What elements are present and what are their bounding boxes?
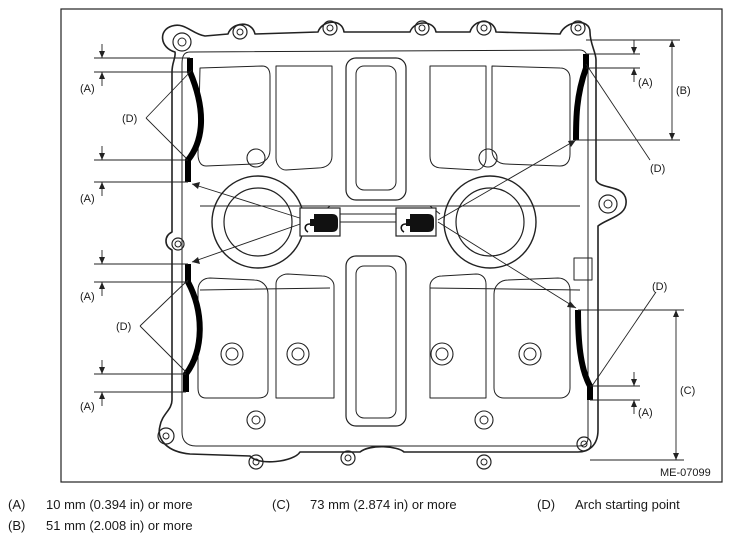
legend-key: (B) xyxy=(8,518,26,533)
figure-code: ME-07099 xyxy=(660,467,711,479)
sealant-beads xyxy=(183,54,593,400)
legend-text: Arch starting point xyxy=(575,497,680,512)
legend-key: (D) xyxy=(537,497,556,512)
callout-a: (A) xyxy=(638,77,653,89)
legend-item-d: (D) Arch starting point xyxy=(537,497,680,512)
legend-text: 10 mm (0.394 in) or more xyxy=(46,497,193,512)
liquid-gasket-icon xyxy=(395,207,437,237)
callout-d: (D) xyxy=(650,163,665,175)
legend-key: (C) xyxy=(272,497,291,512)
arrowheads xyxy=(99,40,679,460)
callout-c: (C) xyxy=(680,385,695,397)
callout-b: (B) xyxy=(676,85,691,97)
callout-a: (A) xyxy=(638,407,653,419)
callout-d: (D) xyxy=(116,321,131,333)
figure-frame xyxy=(60,8,723,483)
cover-outline xyxy=(157,20,627,470)
callout-a: (A) xyxy=(80,83,95,95)
callout-d: (D) xyxy=(652,281,667,293)
legend-text: 73 mm (2.874 in) or more xyxy=(310,497,457,512)
legend-item-b: (B) 51 mm (2.008 in) or more xyxy=(8,518,193,533)
legend-item-c: (C) 73 mm (2.874 in) or more xyxy=(272,497,457,512)
legend-text: 51 mm (2.008 in) or more xyxy=(46,518,193,533)
legend-key: (A) xyxy=(8,497,26,512)
legend-item-a: (A) 10 mm (0.394 in) or more xyxy=(8,497,193,512)
callout-a: (A) xyxy=(80,193,95,205)
callout-a: (A) xyxy=(80,291,95,303)
callout-d: (D) xyxy=(122,113,137,125)
callout-a: (A) xyxy=(80,401,95,413)
liquid-gasket-icon xyxy=(299,207,341,237)
